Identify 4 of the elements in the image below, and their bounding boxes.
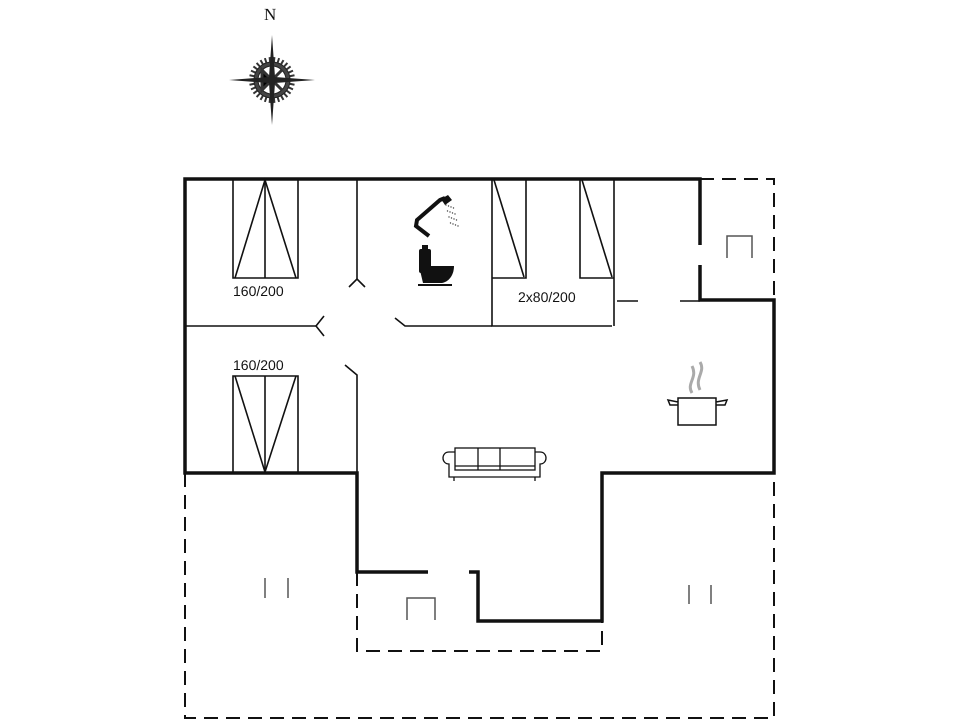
north-label: N: [264, 6, 276, 23]
bed-size-label: 160/200: [233, 358, 284, 372]
bed-size-label: 160/200: [233, 284, 284, 298]
bed-size-label: 2x80/200: [518, 290, 576, 304]
